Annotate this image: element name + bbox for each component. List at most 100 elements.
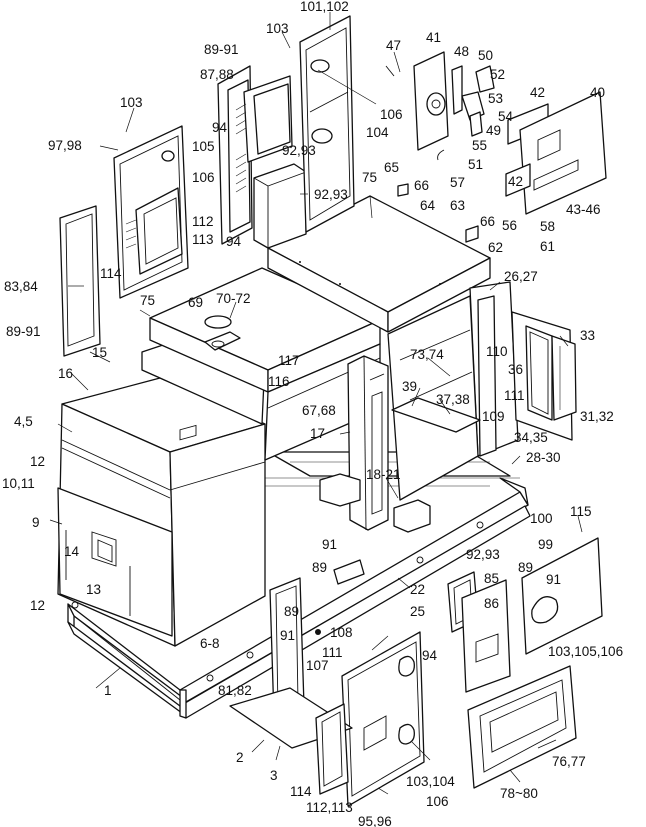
callout-label: 13	[86, 582, 101, 597]
callout-label: 75	[362, 170, 377, 185]
callout-label: 101,102	[300, 0, 349, 14]
callout-label: 10,11	[2, 476, 35, 491]
main-cubicle	[57, 339, 266, 647]
callout-label: 109	[482, 409, 505, 424]
callout-label: 65	[384, 160, 399, 175]
callout-label: 9	[32, 515, 40, 530]
callout-label: 40	[590, 85, 605, 100]
callout-label: 15	[92, 345, 107, 360]
callout-label: 97,98	[48, 138, 82, 153]
callout-label: 50	[478, 48, 493, 63]
callout-label: 41	[426, 30, 441, 45]
callout-label: 2	[236, 750, 244, 765]
callout-label: 112	[192, 214, 214, 229]
callout-label: 1	[104, 683, 112, 698]
callout-label: 66	[480, 214, 495, 229]
callout-label: 104	[366, 125, 389, 140]
callout-label: 110	[486, 344, 508, 359]
callout-labels: 101,102 103 89-91 87,88 103 97,98 105 10…	[2, 0, 623, 827]
callout-label: 57	[450, 175, 465, 190]
callout-label: 34,35	[514, 430, 548, 445]
callout-label: 28-30	[526, 450, 561, 465]
callout-label: 26,27	[504, 269, 538, 284]
callout-label: 73,74	[410, 347, 444, 362]
callout-label: 103,104	[406, 774, 455, 789]
callout-label: 86	[484, 596, 499, 611]
capacitor-box	[253, 163, 307, 249]
callout-label: 49	[486, 123, 501, 138]
callout-label: 56	[502, 218, 517, 233]
callout-label: 55	[472, 138, 487, 153]
callout-label: 103	[120, 95, 143, 110]
callout-label: 105	[192, 139, 215, 154]
callout-label: 114	[100, 266, 122, 281]
callout-label: 117	[278, 353, 300, 368]
callout-label: 91	[280, 628, 295, 643]
callout-label: 81,82	[218, 683, 252, 698]
callout-label: 91	[546, 572, 561, 587]
callout-label: 89	[284, 604, 299, 619]
callout-label: 94	[226, 234, 242, 249]
right-structure	[387, 281, 577, 501]
callout-label: 63	[450, 198, 465, 213]
callout-label: 83,84	[4, 279, 38, 294]
callout-label: 103,105,106	[548, 644, 623, 659]
callout-label: 6-8	[200, 636, 220, 651]
callout-label: 94	[212, 120, 228, 135]
callout-label: 52	[490, 67, 505, 82]
right-cover-group	[397, 91, 607, 243]
callout-label: 103	[266, 21, 289, 36]
callout-label: 48	[454, 44, 469, 59]
callout-label: 113	[192, 232, 214, 247]
callout-label: 62	[488, 240, 503, 255]
callout-label: 92,93	[314, 187, 348, 202]
callout-label: 16	[58, 366, 73, 381]
callout-label: 33	[580, 328, 595, 343]
callout-label: 3	[270, 768, 278, 783]
callout-label: 70-72	[216, 291, 251, 306]
callout-label: 75	[140, 293, 155, 308]
callout-label: 95,96	[358, 814, 392, 827]
callout-label: 51	[468, 157, 483, 172]
lower-left-panels	[229, 559, 365, 795]
top-door-panel	[299, 15, 355, 233]
callout-label: 91	[322, 537, 337, 552]
left-door-frame	[113, 125, 189, 299]
callout-label: 12	[30, 454, 45, 469]
control-plate-group	[385, 51, 495, 161]
callout-label: 114	[290, 784, 312, 799]
callout-label: 42	[530, 85, 545, 100]
callout-label: 89	[518, 560, 533, 575]
callout-label: 112,113	[306, 800, 353, 815]
callout-label: 99	[538, 537, 553, 552]
callout-label: 92,93	[466, 547, 500, 562]
center-column	[319, 355, 431, 533]
callout-label: 25	[410, 604, 425, 619]
callout-label: 22	[410, 582, 425, 597]
callout-label: 76,77	[552, 754, 586, 769]
callout-label: 53	[488, 91, 503, 106]
left-side-panel	[59, 205, 101, 357]
callout-label: 67,68	[302, 403, 336, 418]
callout-label: 4,5	[14, 414, 33, 429]
callout-label: 89-91	[204, 42, 239, 57]
callout-label: 107	[306, 658, 329, 673]
callout-label: 42	[508, 174, 523, 189]
callout-label: 106	[426, 794, 449, 809]
callout-label: 39	[402, 379, 417, 394]
callout-label: 61	[540, 239, 555, 254]
callout-label: 66	[414, 178, 429, 193]
callout-label: 31,32	[580, 409, 614, 424]
callout-label: 111	[504, 388, 525, 403]
callout-label: 115	[570, 504, 592, 519]
callout-label: 43-46	[566, 202, 601, 217]
callout-label: 12	[30, 598, 45, 613]
callout-label: 78~80	[500, 786, 538, 801]
callout-label: 89	[312, 560, 327, 575]
callout-label: 47	[386, 38, 401, 53]
callout-label: 116	[268, 374, 290, 389]
callout-label: 94	[422, 648, 438, 663]
callout-label: 89-91	[6, 324, 41, 339]
